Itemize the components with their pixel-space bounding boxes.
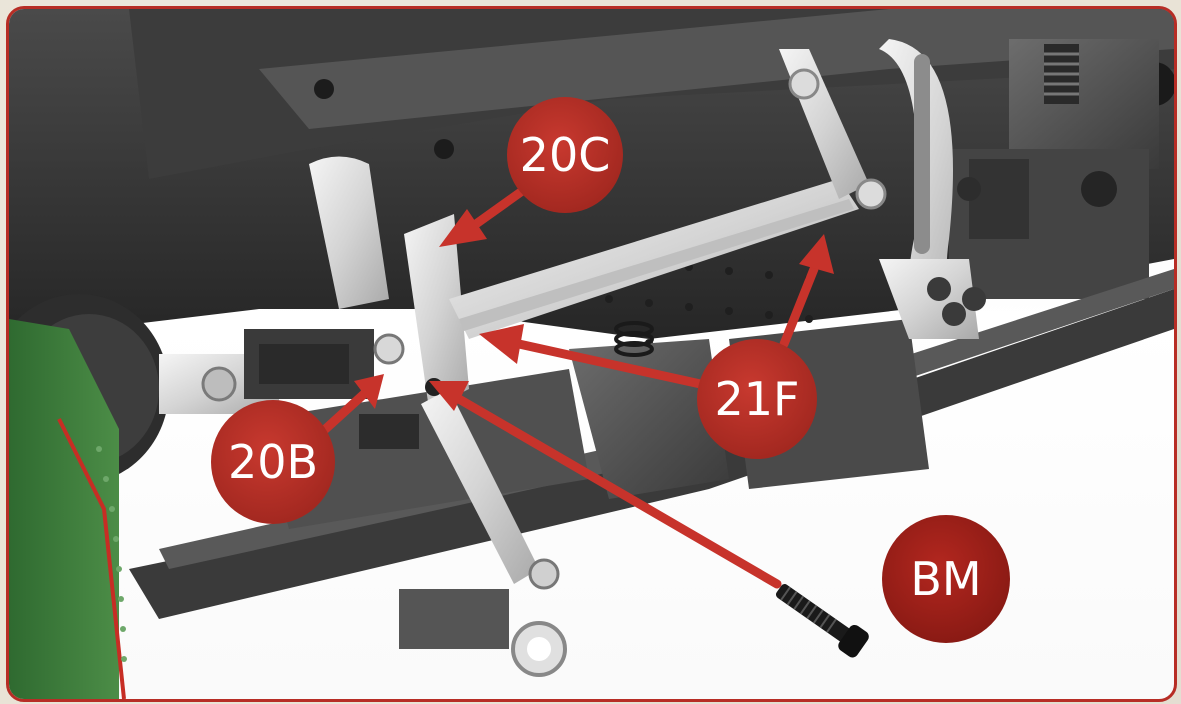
badge-20c: 20C	[507, 97, 623, 213]
assembly-diagram: 20C 20B 21F BM	[9, 9, 1174, 699]
badge-20b: 20B	[211, 400, 335, 524]
illustration-frame: 20C 20B 21F BM	[6, 6, 1177, 702]
badge-bm-label: BM	[910, 552, 981, 606]
badge-20c-label: 20C	[520, 128, 611, 182]
valve-gear	[309, 39, 986, 677]
green-tender	[9, 319, 127, 699]
spring-housing	[949, 39, 1159, 299]
badge-21f-label: 21F	[715, 372, 800, 426]
crosshead	[244, 329, 419, 449]
spring	[614, 321, 654, 357]
badge-20b-label: 20B	[228, 435, 318, 489]
badge-21f: 21F	[697, 339, 817, 459]
badge-bm: BM	[882, 515, 1010, 643]
screw-bm	[775, 584, 869, 658]
